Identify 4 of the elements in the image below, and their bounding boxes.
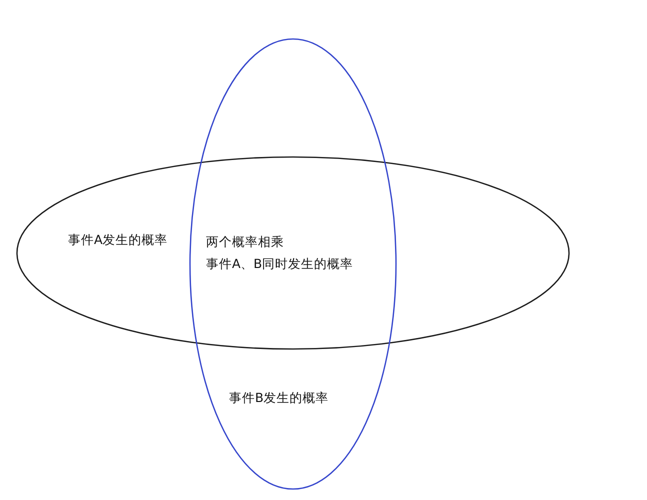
overlap-label: 两个概率相乘 [206,234,284,249]
overlap-label: 事件A、B同时发生的概率 [206,256,354,271]
event-label: 事件A发生的概率 [68,232,168,247]
event-label: 事件B发生的概率 [229,390,329,405]
